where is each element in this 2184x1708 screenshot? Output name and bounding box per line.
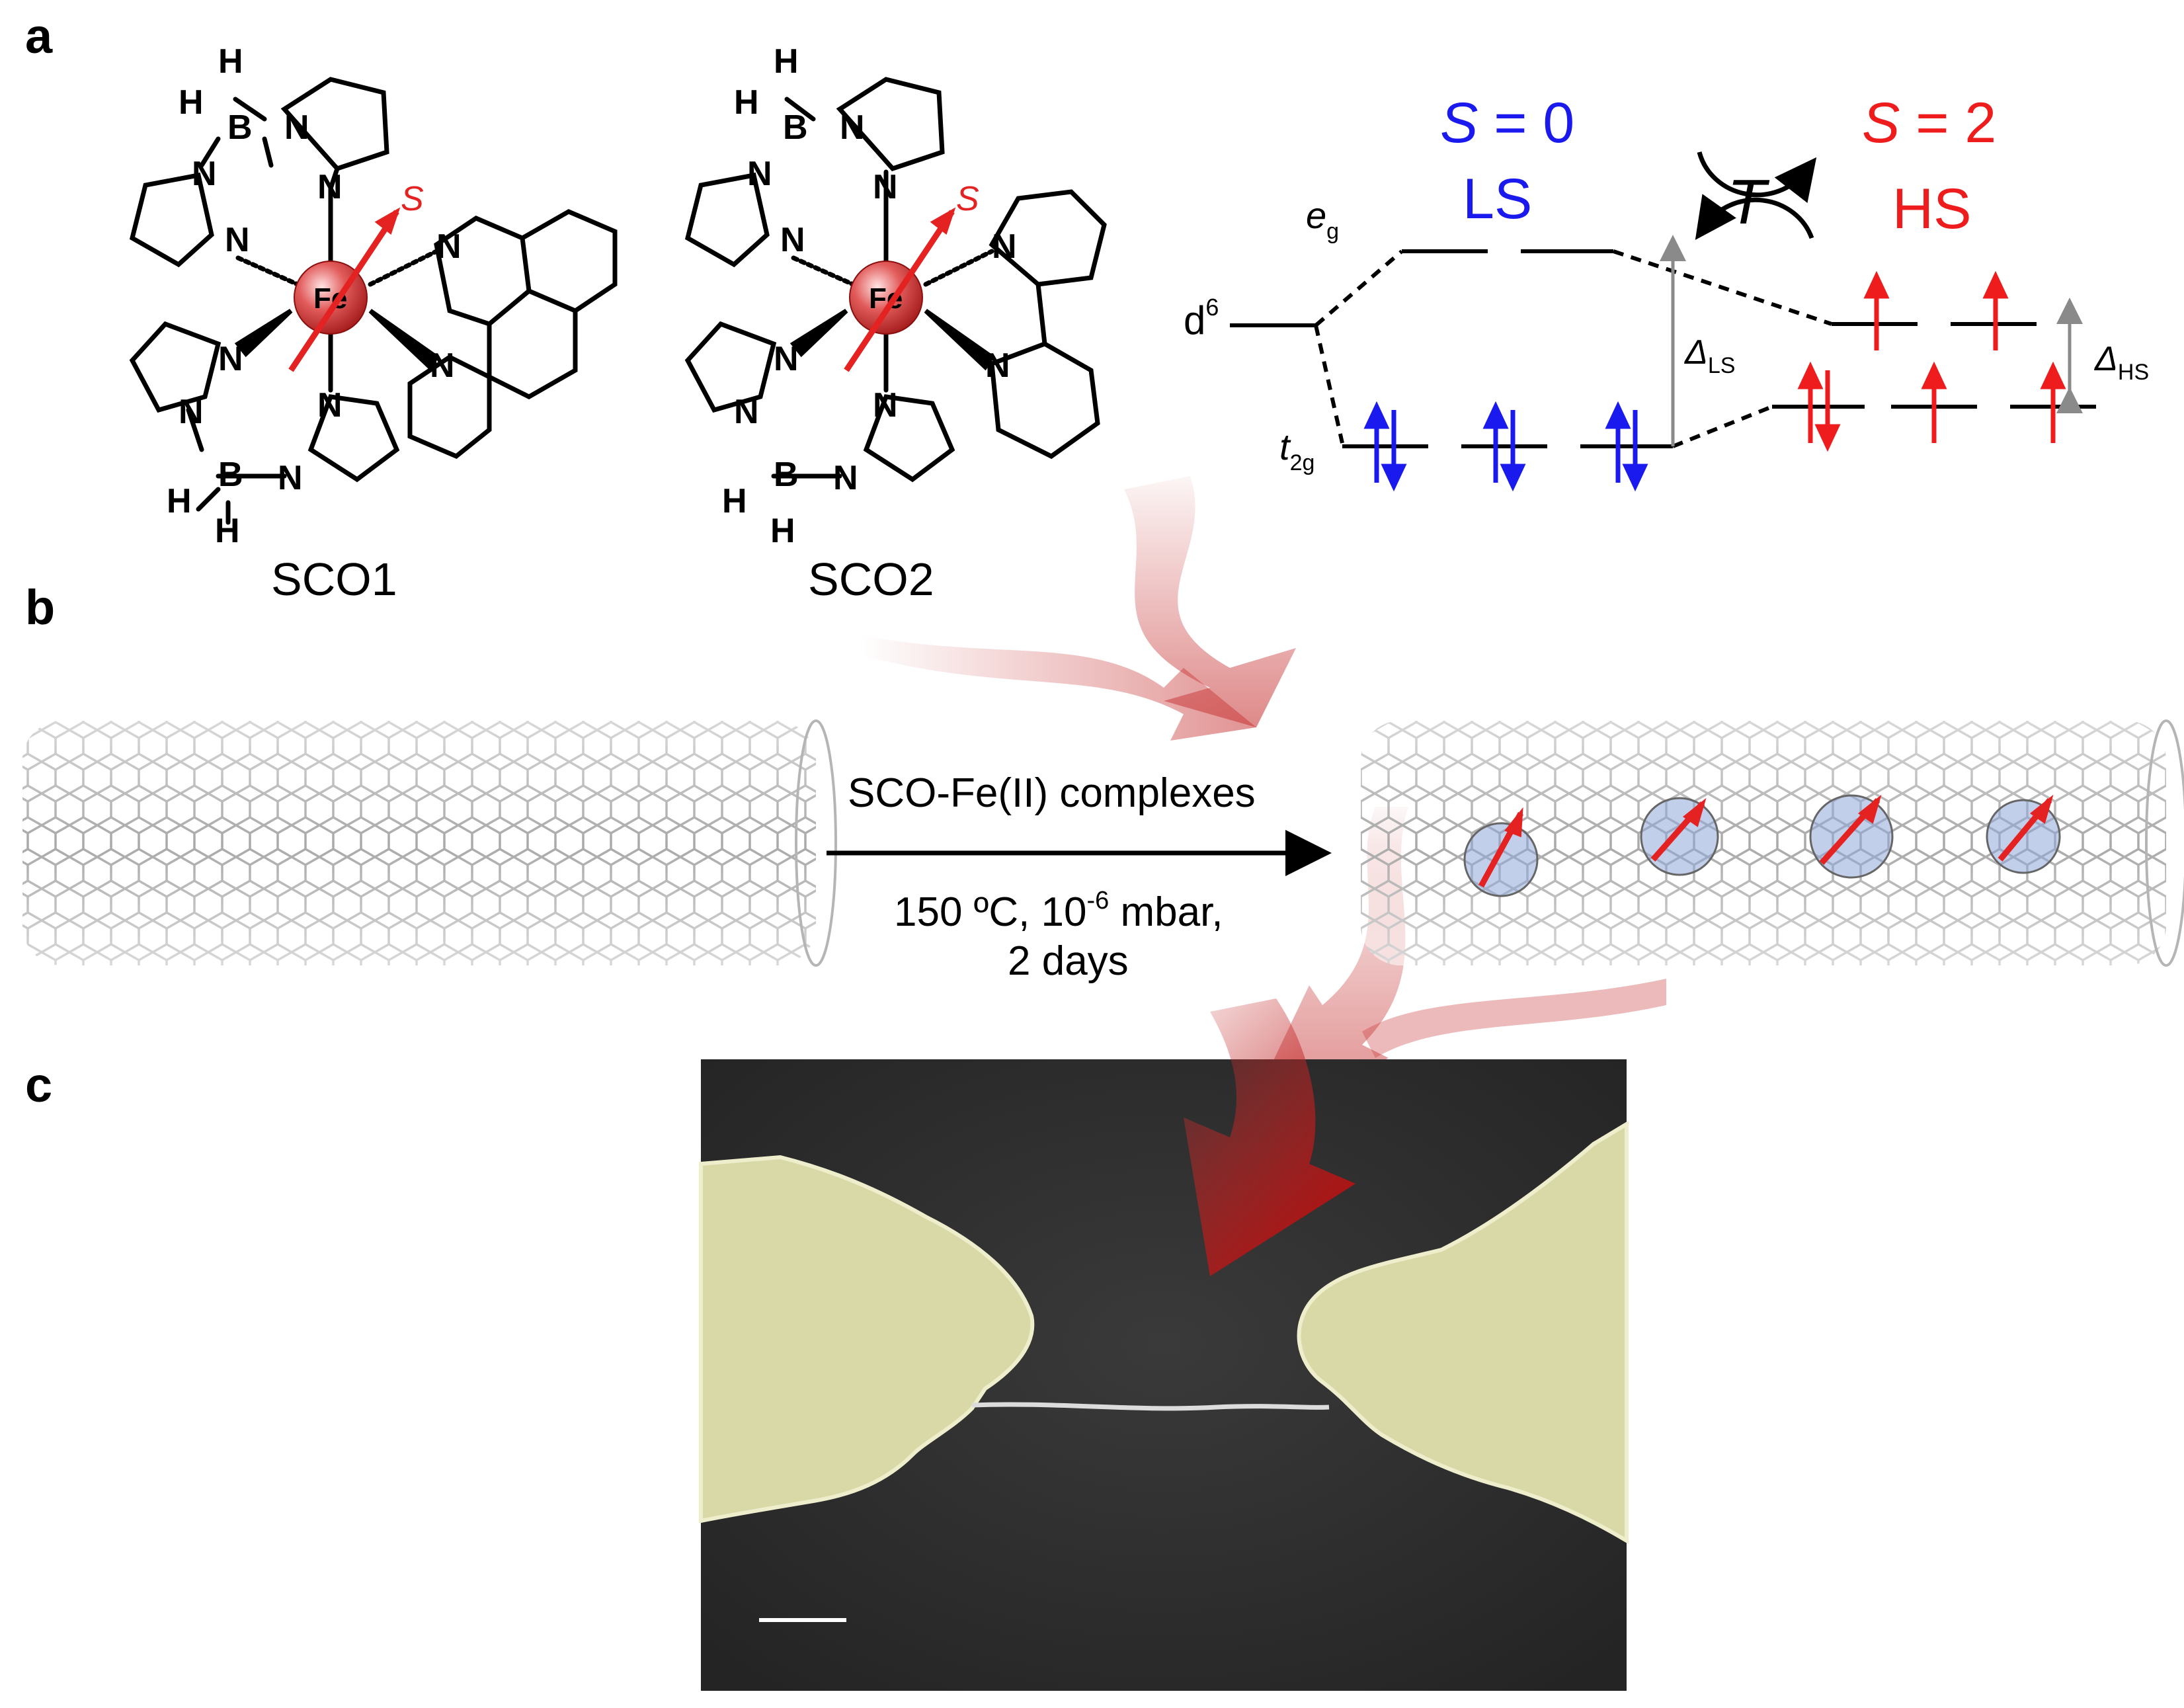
- conditions-line2: 2 days: [1008, 938, 1129, 984]
- delta-ls-label: ΔLS: [1683, 333, 1735, 378]
- svg-text:N: N: [317, 386, 343, 425]
- svg-text:B: B: [783, 108, 808, 147]
- d6-label: d6: [1184, 294, 1219, 343]
- svg-text:N: N: [873, 168, 898, 206]
- svg-text:N: N: [734, 393, 759, 431]
- encapsulated-molecule: [1463, 807, 1539, 897]
- svg-text:H: H: [774, 42, 799, 81]
- panel-label-b: b: [25, 580, 55, 635]
- sco2-label: SCO2: [808, 553, 934, 605]
- svg-text:N: N: [179, 393, 204, 431]
- ls-label: LS: [1463, 167, 1532, 231]
- energy-diagram: S = 0 LS S = 2 HS T d6 eg t2g: [1184, 91, 2149, 492]
- hs-spin-label: S = 2: [1862, 91, 1996, 155]
- sco2-spin-symbol: S: [956, 180, 979, 218]
- svg-text:N: N: [747, 155, 772, 193]
- svg-text:N: N: [284, 108, 309, 147]
- temperature-label: T: [1727, 167, 1770, 237]
- svg-text:H: H: [722, 482, 747, 520]
- svg-text:N: N: [225, 221, 250, 259]
- svg-text:N: N: [192, 155, 217, 193]
- svg-text:H: H: [218, 42, 243, 81]
- encapsulated-molecule: [1986, 794, 2061, 874]
- svg-text:H: H: [734, 83, 759, 122]
- hs-label: HS: [1892, 177, 1971, 241]
- svg-text:N: N: [218, 340, 243, 378]
- nanotube-wire: [971, 1402, 1330, 1411]
- sco1-label: SCO1: [271, 553, 397, 605]
- encapsulated-molecule: [1809, 794, 1894, 879]
- svg-text:B: B: [218, 456, 243, 494]
- flow-arrow-from-diagram: [1124, 476, 1296, 727]
- svg-text:N: N: [317, 168, 343, 206]
- svg-text:B: B: [227, 108, 253, 147]
- ls-electrons: [1363, 401, 1648, 492]
- svg-text:H: H: [215, 512, 240, 550]
- svg-text:N: N: [780, 221, 805, 259]
- svg-text:N: N: [436, 227, 462, 266]
- delta-hs-label: ΔHS: [2093, 340, 2149, 385]
- encapsulated-molecule: [1640, 797, 1719, 876]
- svg-text:N: N: [873, 386, 898, 425]
- svg-text:H: H: [167, 482, 192, 520]
- svg-text:B: B: [774, 456, 799, 494]
- svg-text:N: N: [833, 459, 858, 497]
- svg-text:N: N: [278, 459, 303, 497]
- nanotube-filled: [1361, 719, 2184, 967]
- t2g-label: t2g: [1279, 426, 1314, 475]
- sem-image: [699, 1059, 1629, 1691]
- flow-arrow-into-sem: [1184, 998, 1355, 1276]
- eg-label: eg: [1306, 194, 1339, 244]
- flow-arrow-from-right: [1362, 979, 1666, 1058]
- flow-arrow-from-molecules: [860, 635, 1256, 741]
- electrode-right: [1297, 1120, 1629, 1545]
- svg-text:H: H: [770, 512, 795, 550]
- sco1-spin-symbol: S: [401, 180, 424, 218]
- svg-text:H: H: [179, 83, 204, 122]
- ls-spin-label: S = 0: [1440, 91, 1574, 155]
- electrode-left: [699, 1155, 1035, 1524]
- svg-text:N: N: [840, 108, 865, 147]
- nanotube-empty: [22, 719, 837, 967]
- conditions-line1: 150 ºC, 10-6 mbar,: [894, 887, 1223, 935]
- panel-label-c: c: [25, 1057, 52, 1112]
- panel-label-a: a: [25, 9, 53, 63]
- svg-text:N: N: [992, 227, 1017, 266]
- reagent-label: SCO-Fe(II) complexes: [848, 770, 1256, 816]
- temperature-cycle-icon: [1695, 151, 1817, 240]
- svg-text:N: N: [985, 346, 1010, 385]
- svg-text:N: N: [430, 346, 455, 385]
- svg-text:N: N: [774, 340, 799, 378]
- hs-electrons: [1797, 270, 2066, 452]
